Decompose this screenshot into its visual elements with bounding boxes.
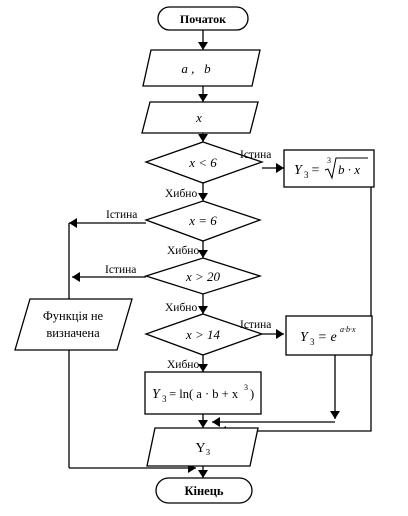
decision-x-gt-14-label: x > 14 [185,327,221,342]
formula-cube-root: Y 3 = 3 b · x [294,156,368,180]
output-label: Y₃ [196,441,211,456]
formula-ln-power: 3 [244,383,248,392]
decision-x-eq-6-label: x = 6 [188,213,217,228]
arrowhead [212,417,220,427]
undefined-function-block [14,298,133,351]
arrowhead [198,364,208,372]
formula-exp-lhs: Y [300,330,310,345]
arrowhead [69,218,77,228]
arrowhead [198,134,208,142]
arrowhead [330,411,340,419]
branch-labels: Істина Хибно Істина Хибно Істина Хибно І… [105,149,271,371]
branch-label-true: Істина [240,149,271,161]
formula-cbrt-sub: 3 [304,170,309,180]
branch-label-true: Істина [240,319,271,331]
branch-label-false: Хибно [167,245,199,257]
radical-sign-icon [324,157,368,180]
arrowhead [198,250,208,258]
branch-label-false: Хибно [165,188,197,200]
formula-cbrt-index: 3 [327,156,331,165]
branch-label-false: Хибно [167,359,199,371]
formula-exp-exponent: a·b·x [340,325,356,334]
formula-cbrt-lhs: Y [294,163,304,178]
undefined-label-line2: визначена [46,326,100,340]
arrowhead [198,420,208,428]
branch-label-true: Істина [106,209,137,221]
arrowhead [72,272,80,282]
formula-exponent: Y 3 = e a·b·x [300,325,356,347]
branch-label-true: Істина [105,264,136,276]
formula-ln-lhs: Y [152,387,162,402]
connectors [68,30,372,478]
formula-cbrt-eq: = [308,163,323,178]
end-terminal [155,477,253,504]
decision-x-gt-14 [144,313,264,356]
decision-x-eq-6 [144,200,262,242]
undefined-label-line1: Функція не [43,309,104,323]
formula-ln: Y 3 = ln( a · b + x 3 ) [152,383,254,404]
decision-x-gt-20 [143,257,263,295]
formula-cbrt-radicand: b · x [338,162,360,177]
formula-ln-sub: 3 [162,394,167,404]
formula-ln-body: = ln( a · b + x [166,387,239,401]
formula-exp-eq: = e [314,330,337,345]
arrowhead [198,306,208,314]
output-block [146,427,259,467]
formula-ln-close: ) [250,387,254,401]
arrowhead [198,42,208,50]
start-label: Початок [180,12,226,26]
process-ln [144,371,262,415]
input-ab-label: a , b [181,61,211,76]
decision-x-gt-20-label: x > 20 [185,269,221,284]
formula-exp-sub: 3 [310,337,315,347]
arrowhead [276,163,284,173]
arrowhead [198,470,208,478]
end-label: Кінець [184,484,223,498]
start-terminal [157,6,249,31]
input-x-label: x [195,110,202,125]
branch-label-false: Хибно [165,302,197,314]
process-cube-root [283,149,375,188]
process-exponent [285,315,373,356]
arrowhead [198,94,208,102]
flow-line-cbrt-merge [218,187,372,432]
input-x-block [141,101,259,134]
decision-x-lt-6-label: x < 6 [188,155,217,170]
arrowhead [276,329,284,339]
decision-x-lt-6 [144,141,264,184]
input-ab-block [142,49,261,87]
arrowhead [198,193,208,201]
